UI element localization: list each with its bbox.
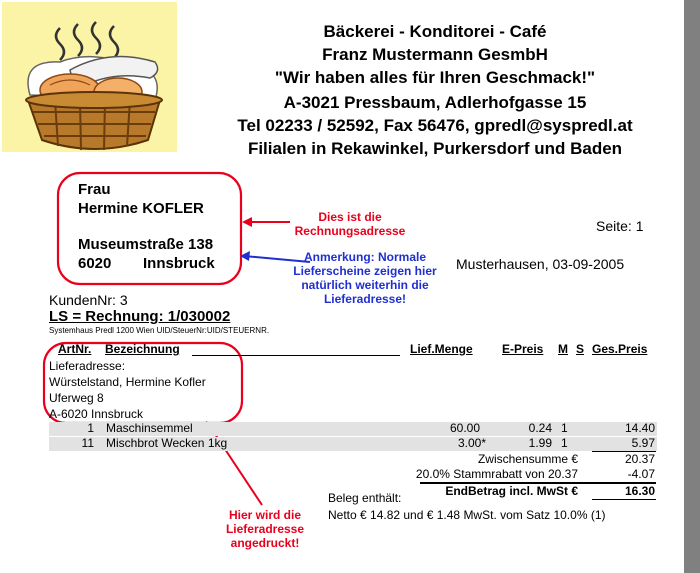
note-line: natürlich weiterhin die — [301, 278, 429, 292]
delivery-line: Uferweg 8 — [49, 391, 104, 405]
col-unit-price: E-Preis — [502, 342, 544, 356]
address-salutation: Frau — [78, 181, 111, 198]
total-rule — [420, 482, 656, 484]
end-amount-rule — [592, 499, 656, 500]
delivery-address-note: Hier wird die Lieferadresse angedruckt! — [215, 508, 315, 550]
address-street: Museumstraße 138 — [78, 236, 214, 253]
subtotal-label: Zwischensumme € — [477, 452, 578, 466]
note-line: Dies ist die — [318, 210, 382, 224]
subtotal-value: 20.37 — [624, 452, 655, 466]
billing-address-note: Dies ist die Rechnungsadresse — [285, 210, 415, 238]
note-line: Lieferscheine zeigen hier — [293, 264, 437, 278]
delivery-label: Lieferadresse: — [49, 359, 126, 373]
end-amount-value: 16.30 — [624, 484, 655, 498]
note-line: Lieferadresse — [225, 522, 305, 536]
note-line: angedruckt! — [230, 536, 300, 550]
delivery-note-remark: Anmerkung: Normale Lieferscheine zeigen … — [290, 250, 440, 306]
company-name: Franz Mustermann GesmbH — [322, 45, 548, 64]
item-description: Mischbrot Wecken 1kg — [106, 436, 228, 450]
company-tax-line: Systemhaus Predl 1200 Wien UID/SteuerNr:… — [49, 326, 270, 335]
vat-summary: Netto € 14.82 und € 1.48 MwSt. vom Satz … — [328, 508, 606, 522]
company-category: Bäckerei - Konditorei - Café — [323, 22, 547, 41]
header-rule — [192, 355, 400, 356]
address-city: Innsbruck — [143, 255, 215, 272]
customer-number: KundenNr: 3 — [49, 292, 128, 308]
item-total: 5.97 — [631, 436, 655, 450]
item-quantity: 3.00* — [457, 436, 486, 450]
company-contact: Tel 02233 / 52592, Fax 56476, gpredl@sys… — [237, 116, 633, 135]
col-total: Ges.Preis — [592, 342, 648, 356]
address-zip: 6020 — [78, 255, 112, 272]
col-quantity: Lief.Menge — [410, 342, 473, 356]
note-line: Hier wird die — [228, 508, 302, 522]
subtotal-rule — [592, 451, 656, 452]
discount-label: 20.0% Stammrabatt von 20.37 — [415, 467, 578, 481]
invoice-page: Bäckerei - Konditorei - Café Franz Muste… — [0, 0, 684, 573]
discount-value: -4.07 — [627, 467, 655, 481]
beleg-label: Beleg enthält: — [328, 491, 402, 505]
item-unit-price: 0.24 — [528, 421, 552, 435]
item-artnr: 11 — [81, 436, 94, 450]
delivery-line: Würstelstand, Hermine Kofler — [49, 375, 206, 389]
address-name: Hermine KOFLER — [78, 200, 204, 217]
page-number: Seite: 1 — [596, 218, 644, 234]
table-row — [49, 437, 657, 451]
note-line: Anmerkung: Normale — [303, 250, 427, 264]
end-amount-label: EndBetrag incl. MwSt € — [445, 484, 578, 498]
col-description: Bezeichnung — [105, 342, 180, 356]
col-m: M — [558, 342, 568, 356]
company-address: A-3021 Pressbaum, Adlerhofgasse 15 — [283, 93, 587, 112]
note-line: Lieferadresse! — [323, 292, 407, 306]
company-slogan: "Wir haben alles für Ihren Geschmack!" — [274, 68, 596, 87]
delivery-line: A-6020 Innsbruck — [49, 407, 144, 421]
company-branches: Filialen in Rekawinkel, Purkersdorf und … — [247, 139, 623, 158]
item-quantity: 60.00 — [449, 421, 480, 435]
item-m: 1 — [561, 421, 568, 435]
place-date: Musterhausen, 03-09-2005 — [456, 256, 625, 272]
item-description: Maschinsemmel — [106, 421, 193, 435]
item-artnr: 1 — [87, 421, 94, 435]
col-s: S — [576, 342, 585, 356]
item-total: 14.40 — [624, 421, 655, 435]
document-title: LS = Rechnung: 1/030002 — [49, 308, 231, 325]
item-unit-price: 1.99 — [528, 436, 552, 450]
col-artnr: ArtNr. — [58, 342, 92, 356]
note-line: Rechnungsadresse — [294, 224, 406, 238]
item-m: 1 — [561, 436, 568, 450]
table-row — [49, 422, 657, 436]
